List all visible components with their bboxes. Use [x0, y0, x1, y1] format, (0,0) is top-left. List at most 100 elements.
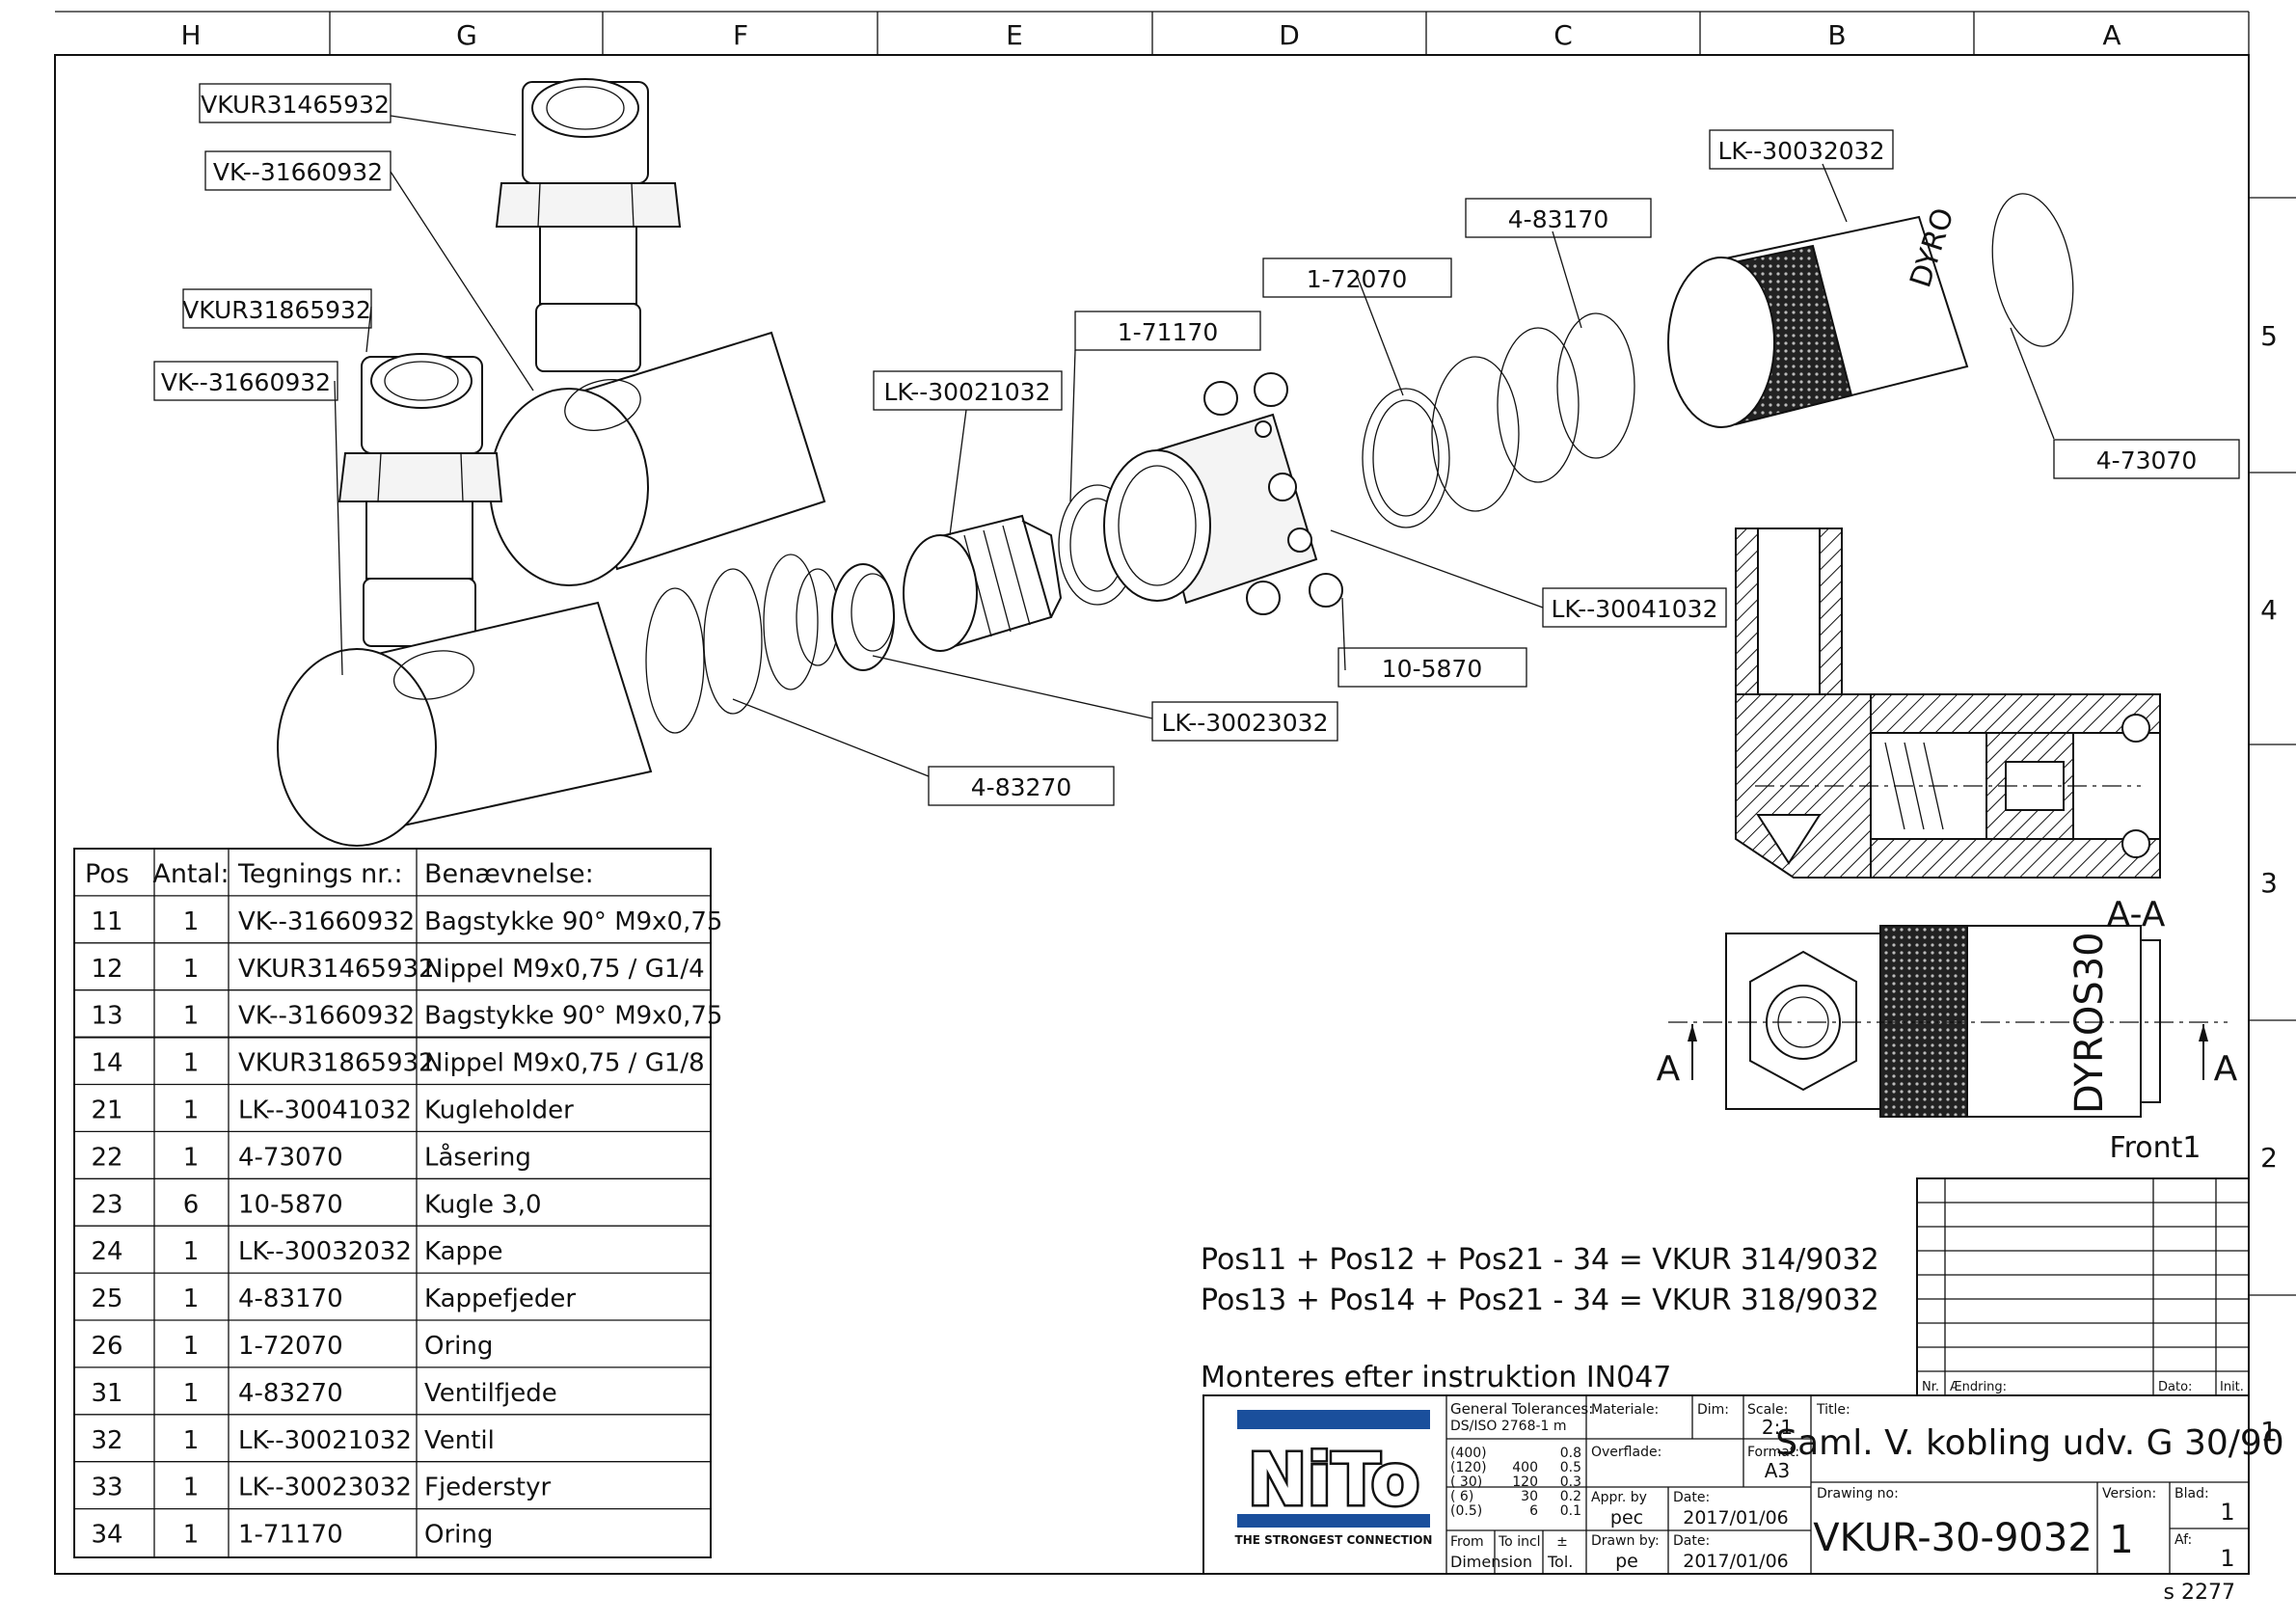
bom-description: Kugle 3,0 — [424, 1190, 542, 1219]
bom-drawing-no: 4-83170 — [238, 1285, 343, 1313]
bom-qty: 6 — [183, 1190, 200, 1219]
drawing-no-label: Drawing no: — [1817, 1486, 1899, 1501]
zone-markers-side: 5 4 3 2 1 — [2249, 197, 2296, 1447]
bom-qty: 1 — [183, 907, 200, 936]
bom-qty: 1 — [183, 1237, 200, 1266]
cap: DYRO — [1667, 204, 1969, 428]
bom-drawing-no: LK--30023032 — [238, 1474, 412, 1502]
balls — [1203, 372, 1343, 615]
section-view: A-A — [1735, 527, 2166, 934]
bom-header: Pos Antal: Tegnings nr.: Benævnelse: — [85, 859, 594, 889]
tolerances-label: General Tolerances: — [1450, 1400, 1593, 1418]
format-value: A3 — [1765, 1459, 1790, 1482]
tol-to: To incl — [1498, 1534, 1541, 1550]
callout-14: 4-83270 — [971, 773, 1071, 801]
bom-qty: 1 — [183, 1002, 200, 1031]
bom-description: Bagstykke 90° M9x0,75 — [424, 1002, 722, 1031]
valve — [903, 514, 1063, 652]
appr-date: 2017/01/06 — [1683, 1507, 1789, 1528]
drawn-date: 2017/01/06 — [1683, 1551, 1789, 1572]
bom-qty: 1 — [183, 1096, 200, 1125]
revision-date: Dato: — [2158, 1380, 2192, 1394]
callout-4: VK--31660932 — [161, 368, 331, 396]
section-marker-left: A — [1657, 1049, 1681, 1089]
bom-pos: 32 — [91, 1426, 122, 1455]
scale-label: Scale: — [1747, 1402, 1788, 1418]
spring-guide — [831, 563, 895, 671]
elbow-body-upper — [489, 331, 826, 586]
tol-from: From — [1450, 1534, 1484, 1550]
zone-G: G — [456, 19, 477, 51]
revision-nr: Nr. — [1922, 1380, 1939, 1394]
callout-2: VK--31660932 — [213, 158, 383, 186]
bom-qty: 1 — [183, 1332, 200, 1361]
bom-description: Låsering — [424, 1142, 531, 1172]
drawing-number: VKUR-30-9032 — [1813, 1516, 2093, 1560]
drawing-title: Saml. V. kobling udv. G 30/90 — [1775, 1423, 2283, 1463]
bom-row: 25 1 4-83170 Kappefjeder — [91, 1285, 576, 1313]
bom-pos: 14 — [91, 1049, 122, 1078]
bom-drawing-no: LK--30032032 — [238, 1237, 412, 1266]
bom-description: Kappe — [424, 1237, 503, 1266]
of-label: Af: — [2174, 1532, 2192, 1548]
engraving-front: DYROS30 — [2067, 932, 2112, 1114]
sheet-label: Blad: — [2174, 1486, 2209, 1501]
bom-description: Oring — [424, 1332, 493, 1361]
front-label: Front1 — [2110, 1131, 2201, 1165]
tolerance-cell: 30 — [1521, 1489, 1538, 1504]
section-marker-right: A — [2214, 1049, 2238, 1089]
of-value: 1 — [2220, 1545, 2234, 1572]
bom-drawing-no: LK--30021032 — [238, 1426, 412, 1455]
note-1: Pos11 + Pos12 + Pos21 - 34 = VKUR 314/90… — [1201, 1243, 1879, 1277]
elbow-body-lower — [277, 601, 653, 847]
logo-text: NiTo — [1248, 1439, 1420, 1522]
bom-header-pos: Pos — [85, 859, 129, 889]
bom-drawing-no: VK--31660932 — [238, 1002, 415, 1031]
bom-description: Kappefjeder — [424, 1285, 576, 1313]
zone-1: 1 — [2260, 1416, 2278, 1447]
bom-qty: 1 — [183, 1285, 200, 1313]
callout-8: 4-83170 — [1508, 205, 1608, 233]
bom-pos: 11 — [91, 907, 122, 936]
bom-description: Fjederstyr — [424, 1474, 551, 1502]
callout-7: 1-72070 — [1307, 265, 1407, 293]
bom-pos: 26 — [91, 1332, 122, 1361]
bom-drawing-no: VKUR31865932 — [238, 1049, 435, 1078]
footer-code: s 2277 — [2164, 1581, 2235, 1605]
zone-C: C — [1553, 19, 1573, 51]
callout-9: LK--30032032 — [1718, 137, 1885, 165]
front-view: DYROS30 A A Front1 — [1657, 925, 2238, 1165]
zone-B: B — [1827, 19, 1846, 51]
note-2: Pos13 + Pos14 + Pos21 - 34 = VKUR 318/90… — [1201, 1284, 1879, 1317]
notes: Pos11 + Pos12 + Pos21 - 34 = VKUR 314/90… — [1201, 1243, 1879, 1394]
revision-change: Ændring: — [1950, 1380, 2007, 1394]
bom-pos: 33 — [91, 1474, 122, 1502]
valve-spring — [645, 554, 840, 734]
callout-6: 1-71170 — [1118, 318, 1218, 346]
title-block: NiTo THE STRONGEST CONNECTION General To… — [1202, 1394, 2284, 1575]
bom-qty: 1 — [183, 1049, 200, 1078]
bom-drawing-no: 1-71170 — [238, 1521, 343, 1550]
leader-lines — [334, 115, 2055, 777]
tolerance-cell: ( 6) — [1450, 1489, 1473, 1504]
zone-E: E — [1006, 19, 1023, 51]
bom-qty: 1 — [183, 955, 200, 984]
zone-F: F — [733, 19, 748, 51]
bom-drawing-no: 4-73070 — [238, 1143, 343, 1172]
tolerance-cell: (400) — [1450, 1446, 1487, 1461]
tol-pm: ± — [1556, 1534, 1568, 1550]
bom-pos: 25 — [91, 1285, 122, 1313]
nito-logo: NiTo THE STRONGEST CONNECTION — [1235, 1410, 1432, 1547]
bom-description: Nippel M9x0,75 / G1/4 — [424, 955, 705, 984]
bom-pos: 23 — [91, 1190, 122, 1219]
